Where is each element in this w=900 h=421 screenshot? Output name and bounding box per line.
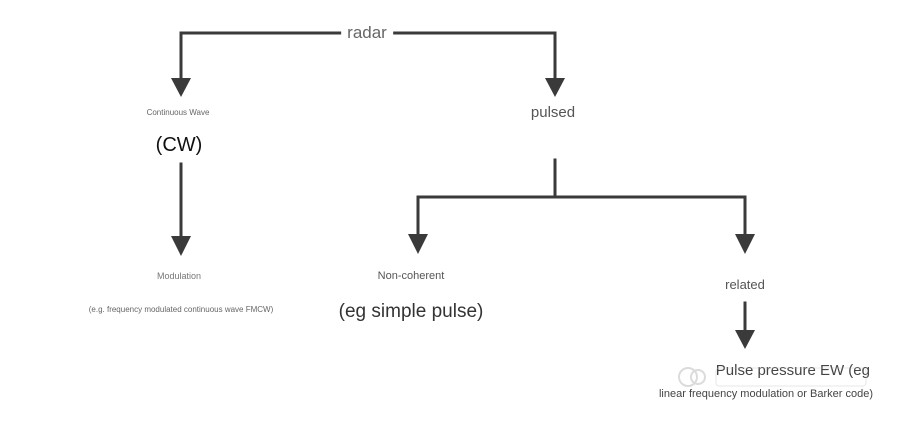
modulation-label: Modulation — [156, 271, 202, 281]
modulation-note: (e.g. frequency modulated continuous wav… — [88, 305, 274, 314]
cw-large-label: (CW) — [155, 134, 203, 156]
watermark-logo — [678, 367, 867, 387]
noncoherent-arrowhead — [408, 234, 428, 254]
pulsed-label: pulsed — [530, 104, 576, 121]
related-label: related — [725, 277, 765, 292]
pulse-pressure-arrowhead — [735, 330, 755, 349]
pulse-pressure-label: Pulse pressure EW (eg — [715, 362, 870, 379]
modulation-arrowhead — [171, 236, 191, 256]
pulse-pressure-note: linear frequency modulation or Barker co… — [658, 388, 873, 400]
noncoherent-note: (eg simple pulse) — [338, 301, 484, 322]
root-node-label: radar — [341, 24, 393, 41]
related-arrowhead — [735, 234, 755, 254]
pulsed-arrowhead — [545, 78, 565, 97]
noncoherent-label: Non-coherent — [377, 270, 445, 282]
cw-arrowhead — [171, 78, 191, 97]
cw-small-label: Continuous Wave — [146, 108, 210, 117]
